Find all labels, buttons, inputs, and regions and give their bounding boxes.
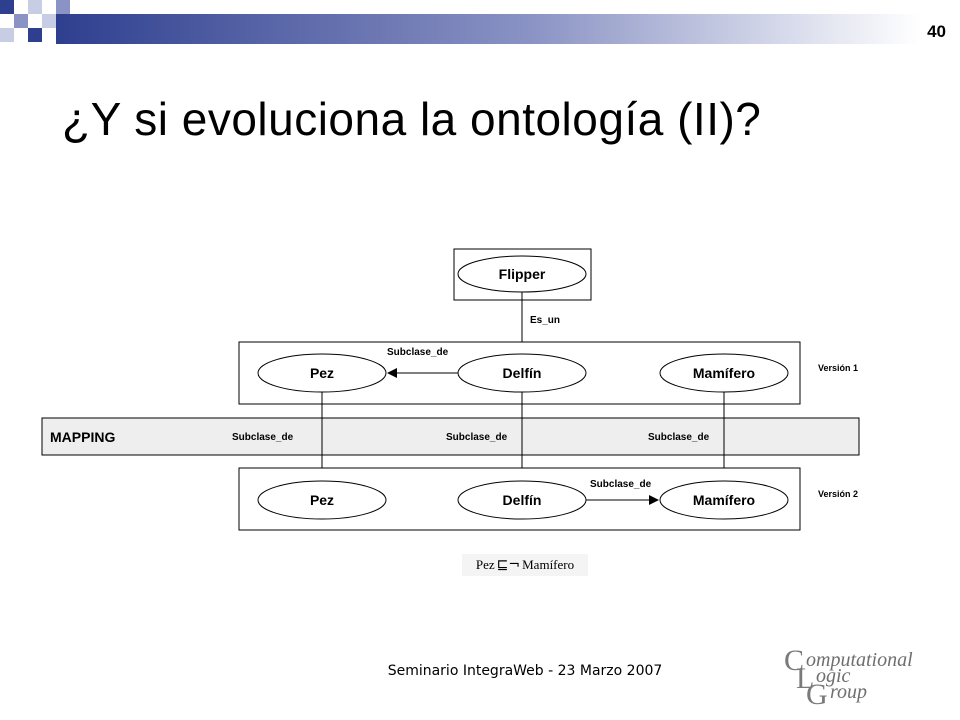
mapping-rel-delfin: Subclase_de: [446, 432, 508, 443]
axiom-formula: Pez ⊑¬ Mamífero: [462, 554, 588, 576]
es-un-label: Es_un: [530, 315, 560, 326]
logo-cap-c: C: [784, 646, 804, 677]
v2-delfin-label: Delfín: [503, 492, 542, 508]
v2-pez-node: [257, 480, 387, 520]
header-decoration: [0, 0, 920, 44]
logo-line3: roup: [830, 681, 867, 703]
formula-symbol: ⊑¬: [496, 557, 521, 573]
v1-pez-label: Pez: [310, 365, 334, 381]
v2-mamifero-label: Mamífero: [693, 492, 755, 508]
mapping-label: MAPPING: [50, 429, 115, 445]
v2-mamifero-node: [659, 480, 789, 520]
mapping-rel-pez: Subclase_de: [232, 432, 294, 443]
v1-subclase-label: Subclase_de: [387, 347, 449, 358]
v2-pez-label: Pez: [310, 492, 334, 508]
formula-right: Mamífero: [522, 557, 575, 572]
version2-label: Versión 2: [818, 489, 858, 499]
mapping-rel-mamifero: Subclase_de: [648, 432, 710, 443]
v1-delfin-label: Delfín: [503, 365, 542, 381]
version1-label: Versión 1: [818, 363, 858, 373]
slide-title: ¿Y si evoluciona la ontología (II)?: [62, 93, 762, 145]
formula-left: Pez: [475, 557, 495, 572]
slide-number: 40: [927, 22, 946, 41]
logo-line2: ogic: [816, 665, 851, 687]
v1-mamifero-label: Mamífero: [693, 365, 755, 381]
v2-subclase-label: Subclase_de: [590, 479, 652, 490]
mapping-band: [41, 417, 860, 456]
flipper-label: Flipper: [499, 266, 546, 282]
clg-logo: C omputational L ogic G roup: [784, 646, 913, 706]
logo-cap-l: L: [796, 662, 814, 695]
footer-text: Seminario IntegraWeb - 23 Marzo 2007: [387, 663, 663, 679]
logo-line1: omputational: [806, 649, 913, 671]
logo-cap-g: G: [806, 678, 828, 706]
